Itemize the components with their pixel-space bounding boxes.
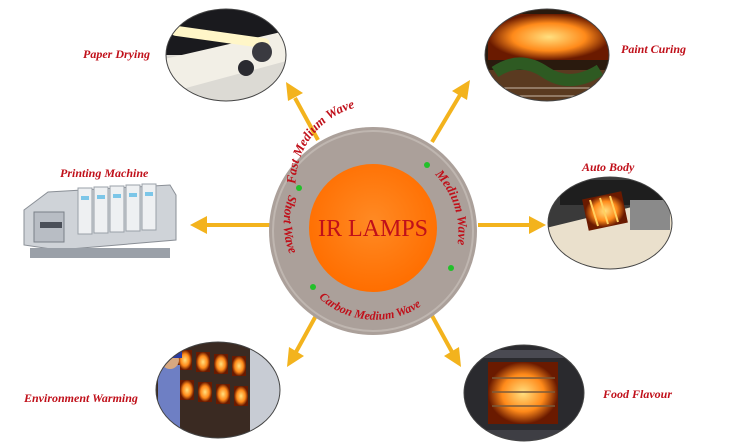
food-flavour-photo [464, 345, 584, 441]
arrow-to-food-flavour [428, 311, 461, 367]
label-environment-warming: Environment Warming [24, 391, 138, 405]
separator-dot [310, 284, 316, 290]
label-paint-curing: Paint Curing [621, 42, 687, 56]
center-core [309, 164, 437, 292]
label-paper-drying: Paper Drying [83, 47, 150, 61]
arrow-to-auto-body [478, 216, 546, 234]
label-auto-body: Auto Body [582, 160, 635, 174]
arrow-to-printing-machine [190, 216, 270, 234]
auto-body-photo [548, 177, 672, 269]
center-title: IR LAMPS [318, 216, 428, 242]
label-food-flavour: Food Flavour [603, 387, 673, 401]
arrow-to-environment-warming [287, 311, 320, 367]
separator-dot [448, 265, 454, 271]
paint-curing-photo [485, 9, 609, 101]
svg-text:Short Wave: Short Wave [281, 194, 302, 256]
paper-drying-photo [166, 9, 286, 101]
ring-label-left: Short Wave [281, 194, 302, 256]
arrow-to-paint-curing [430, 80, 470, 144]
arrow-to-paper-drying [286, 82, 320, 141]
environment-warming-photo [156, 342, 280, 438]
separator-dot [424, 162, 430, 168]
label-printing-machine: Printing Machine [60, 166, 149, 180]
separator-dot [296, 185, 302, 191]
printing-machine-photo [23, 183, 177, 258]
